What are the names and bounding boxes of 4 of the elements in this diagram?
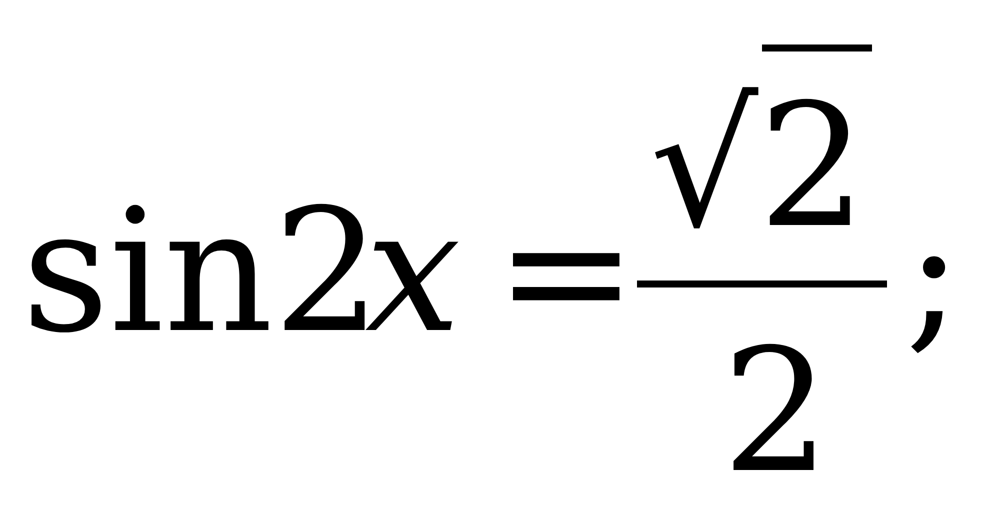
numerator: √2 [650,82,866,252]
denominator: 2 [722,327,830,497]
equals-sign: = [495,187,638,357]
punctuation: ; [905,187,962,357]
